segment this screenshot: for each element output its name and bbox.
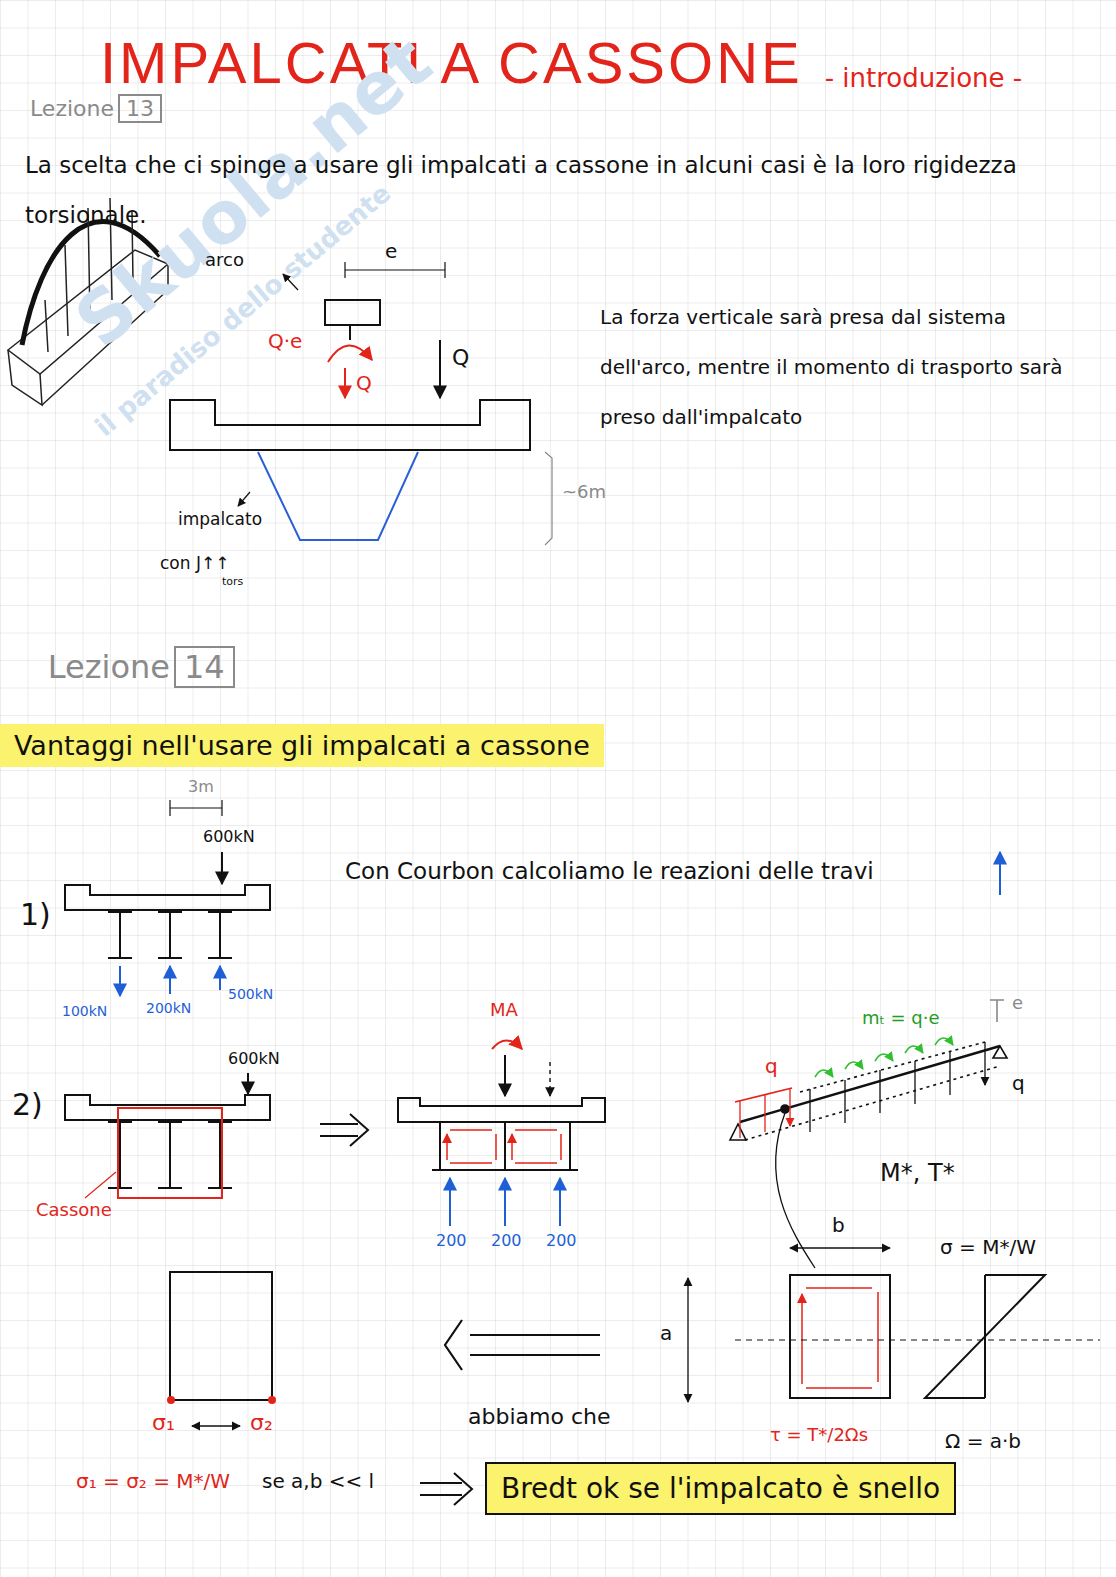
load-label: q: [1012, 1072, 1025, 1095]
lesson-tag: 14Lezione: [174, 646, 235, 688]
moment-label: Q·e: [268, 330, 302, 353]
dimension: 3m: [188, 778, 214, 796]
formula: σ = M*/W: [940, 1236, 1036, 1259]
part-label: impalcato: [178, 510, 262, 530]
reaction-value: 200: [546, 1232, 577, 1250]
reaction-value: 500kN: [228, 986, 273, 1002]
case-number: 2): [12, 1088, 43, 1123]
force-label: Q: [356, 372, 372, 395]
load-value: 600kN: [203, 828, 255, 846]
formula: σ₁ = σ₂ = M*/W: [76, 1470, 230, 1493]
load-value: 600kN: [228, 1050, 280, 1068]
lesson-number: 14: [184, 648, 225, 686]
part-label: con J↑↑: [160, 554, 229, 574]
deck-with-beams: [65, 800, 1000, 996]
highlight-band: Vantaggi nell'usare gli impalcati a cass…: [0, 724, 604, 767]
box-section-stress: [688, 1248, 1100, 1402]
lesson-heading: Lezione: [48, 648, 170, 686]
note-text: abbiamo che: [468, 1404, 610, 1429]
stress-label: σ₁: [152, 1410, 175, 1435]
beam-torsion-sketch: [730, 1000, 1007, 1268]
box-text: Bredt ok se l'impalcato è snello: [501, 1472, 940, 1505]
conclusion-box: Bredt ok se l'impalcato è snello: [485, 1462, 956, 1515]
box-girder-deck: [65, 1041, 605, 1227]
torque-label: mₜ = q·e: [862, 1008, 940, 1029]
part-label: Cassone: [36, 1200, 112, 1221]
stress-label: σ₂: [250, 1410, 273, 1435]
eccentricity-label: e: [1012, 993, 1023, 1014]
dimension: e: [385, 240, 397, 263]
reaction-value: 200kN: [146, 1000, 191, 1016]
subtitle: - introduzione -: [825, 64, 1022, 94]
dimension: ~6m: [562, 482, 606, 503]
internal-forces: M*, T*: [880, 1160, 955, 1188]
box-text: Vantaggi nell'usare gli impalcati a cass…: [14, 730, 590, 761]
reaction-value: 200: [491, 1232, 522, 1250]
subscript: tors: [222, 576, 243, 589]
formula: Ω = a·b: [945, 1430, 1021, 1453]
note-text: La forza verticale sarà presa dal sistem…: [600, 292, 1100, 442]
condition-text: se a,b << l: [262, 1470, 374, 1493]
dimension: b: [832, 1214, 845, 1237]
lesson-tag: 13Lezione: [118, 94, 162, 123]
dimension: a: [660, 1322, 672, 1345]
load-label: q: [765, 1055, 778, 1078]
page-title: IMPALCATI A CASSONE: [100, 30, 803, 97]
lesson-number: 13: [126, 96, 154, 121]
reaction-value: 200: [436, 1232, 467, 1250]
part-label: arco: [205, 250, 244, 271]
formula: τ = T*/2Ωs: [770, 1425, 868, 1446]
note-text: La scelta che ci spinge a usare gli impa…: [25, 140, 1095, 240]
force-label: Q: [452, 345, 469, 370]
moment-label: MA: [490, 1000, 518, 1021]
reaction-value: 100kN: [62, 1003, 107, 1019]
note-text: Con Courbon calcoliamo le reazioni delle…: [345, 858, 874, 884]
case-number: 1): [20, 898, 51, 933]
lesson-heading: Lezione: [30, 96, 114, 121]
